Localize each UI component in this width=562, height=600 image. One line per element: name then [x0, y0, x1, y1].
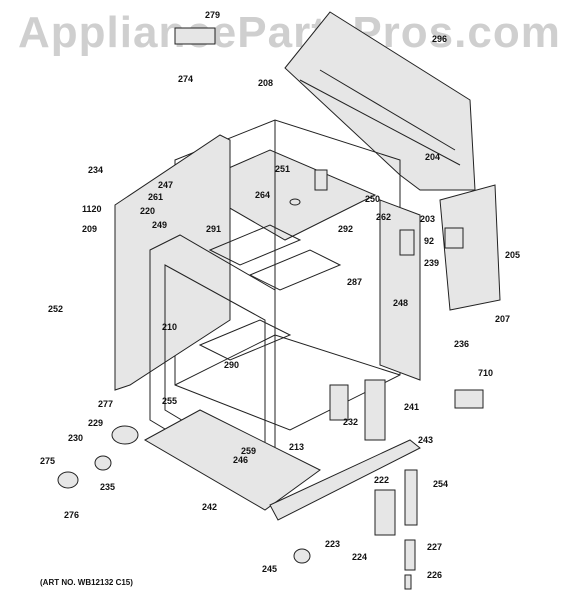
heating-elements-drawing [198, 224, 342, 361]
callout-246: 246 [233, 455, 248, 465]
top-panel-drawing [188, 149, 377, 241]
callout-291: 291 [206, 224, 221, 234]
callout-255: 255 [162, 396, 177, 406]
callout-213: 213 [289, 442, 304, 452]
callout-204: 204 [425, 152, 440, 162]
toe-kick-drawing [269, 439, 421, 521]
callout-296: 296 [432, 34, 447, 44]
right-side-panel-drawing [379, 199, 421, 381]
callout-249: 249 [152, 220, 167, 230]
callout-207: 207 [495, 314, 510, 324]
callout-242: 242 [202, 502, 217, 512]
callout-203: 203 [420, 214, 435, 224]
rear-bracket-drawing [439, 184, 501, 311]
callout-277: 277 [98, 399, 113, 409]
callout-710: 710 [478, 368, 493, 378]
callout-292: 292 [338, 224, 353, 234]
callout-234: 234 [88, 165, 103, 175]
callout-250: 250 [365, 194, 380, 204]
callout-222: 222 [374, 475, 389, 485]
callout-labels: 279 274 296 208 204 234 247 251 264 250 262 203 92 23… [40, 10, 520, 580]
callout-247: 247 [158, 180, 173, 190]
callout-252: 252 [48, 304, 63, 314]
callout-208: 208 [258, 78, 273, 88]
callout-251: 251 [275, 164, 290, 174]
callout-276: 276 [64, 510, 79, 520]
callout-230: 230 [68, 433, 83, 443]
callout-259: 259 [241, 446, 256, 456]
callout-264: 264 [255, 190, 270, 200]
bottom-panel-drawing [143, 409, 321, 511]
callout-241: 241 [404, 402, 419, 412]
callout-287: 287 [347, 277, 362, 287]
callout-205: 205 [505, 250, 520, 260]
callout-262: 262 [376, 212, 391, 222]
callout-290: 290 [224, 360, 239, 370]
callout-239: 239 [424, 258, 439, 268]
callout-245: 245 [262, 564, 277, 574]
callout-209: 209 [82, 224, 97, 234]
callout-254: 254 [433, 479, 448, 489]
left-side-panel-drawing [114, 134, 231, 391]
callout-224: 224 [352, 552, 367, 562]
callout-274: 274 [178, 74, 193, 84]
callout-236: 236 [454, 339, 469, 349]
callout-227: 227 [427, 542, 442, 552]
callout-1120: 1120 [82, 204, 102, 214]
callout-232: 232 [343, 417, 358, 427]
callout-275: 275 [40, 456, 55, 466]
callout-92: 92 [424, 236, 434, 246]
callout-226: 226 [427, 570, 442, 580]
callout-279: 279 [205, 10, 220, 20]
callout-229: 229 [88, 418, 103, 428]
callout-235: 235 [100, 482, 115, 492]
callout-261: 261 [148, 192, 163, 202]
callout-223: 223 [325, 539, 340, 549]
callout-220: 220 [140, 206, 155, 216]
callout-243: 243 [418, 435, 433, 445]
small-parts-drawing [57, 27, 484, 590]
art-number: (ART NO. WB12132 C15) [40, 578, 133, 587]
watermark: AppliancePartsPros.com [18, 8, 561, 57]
callout-248: 248 [393, 298, 408, 308]
callout-210: 210 [162, 322, 177, 332]
